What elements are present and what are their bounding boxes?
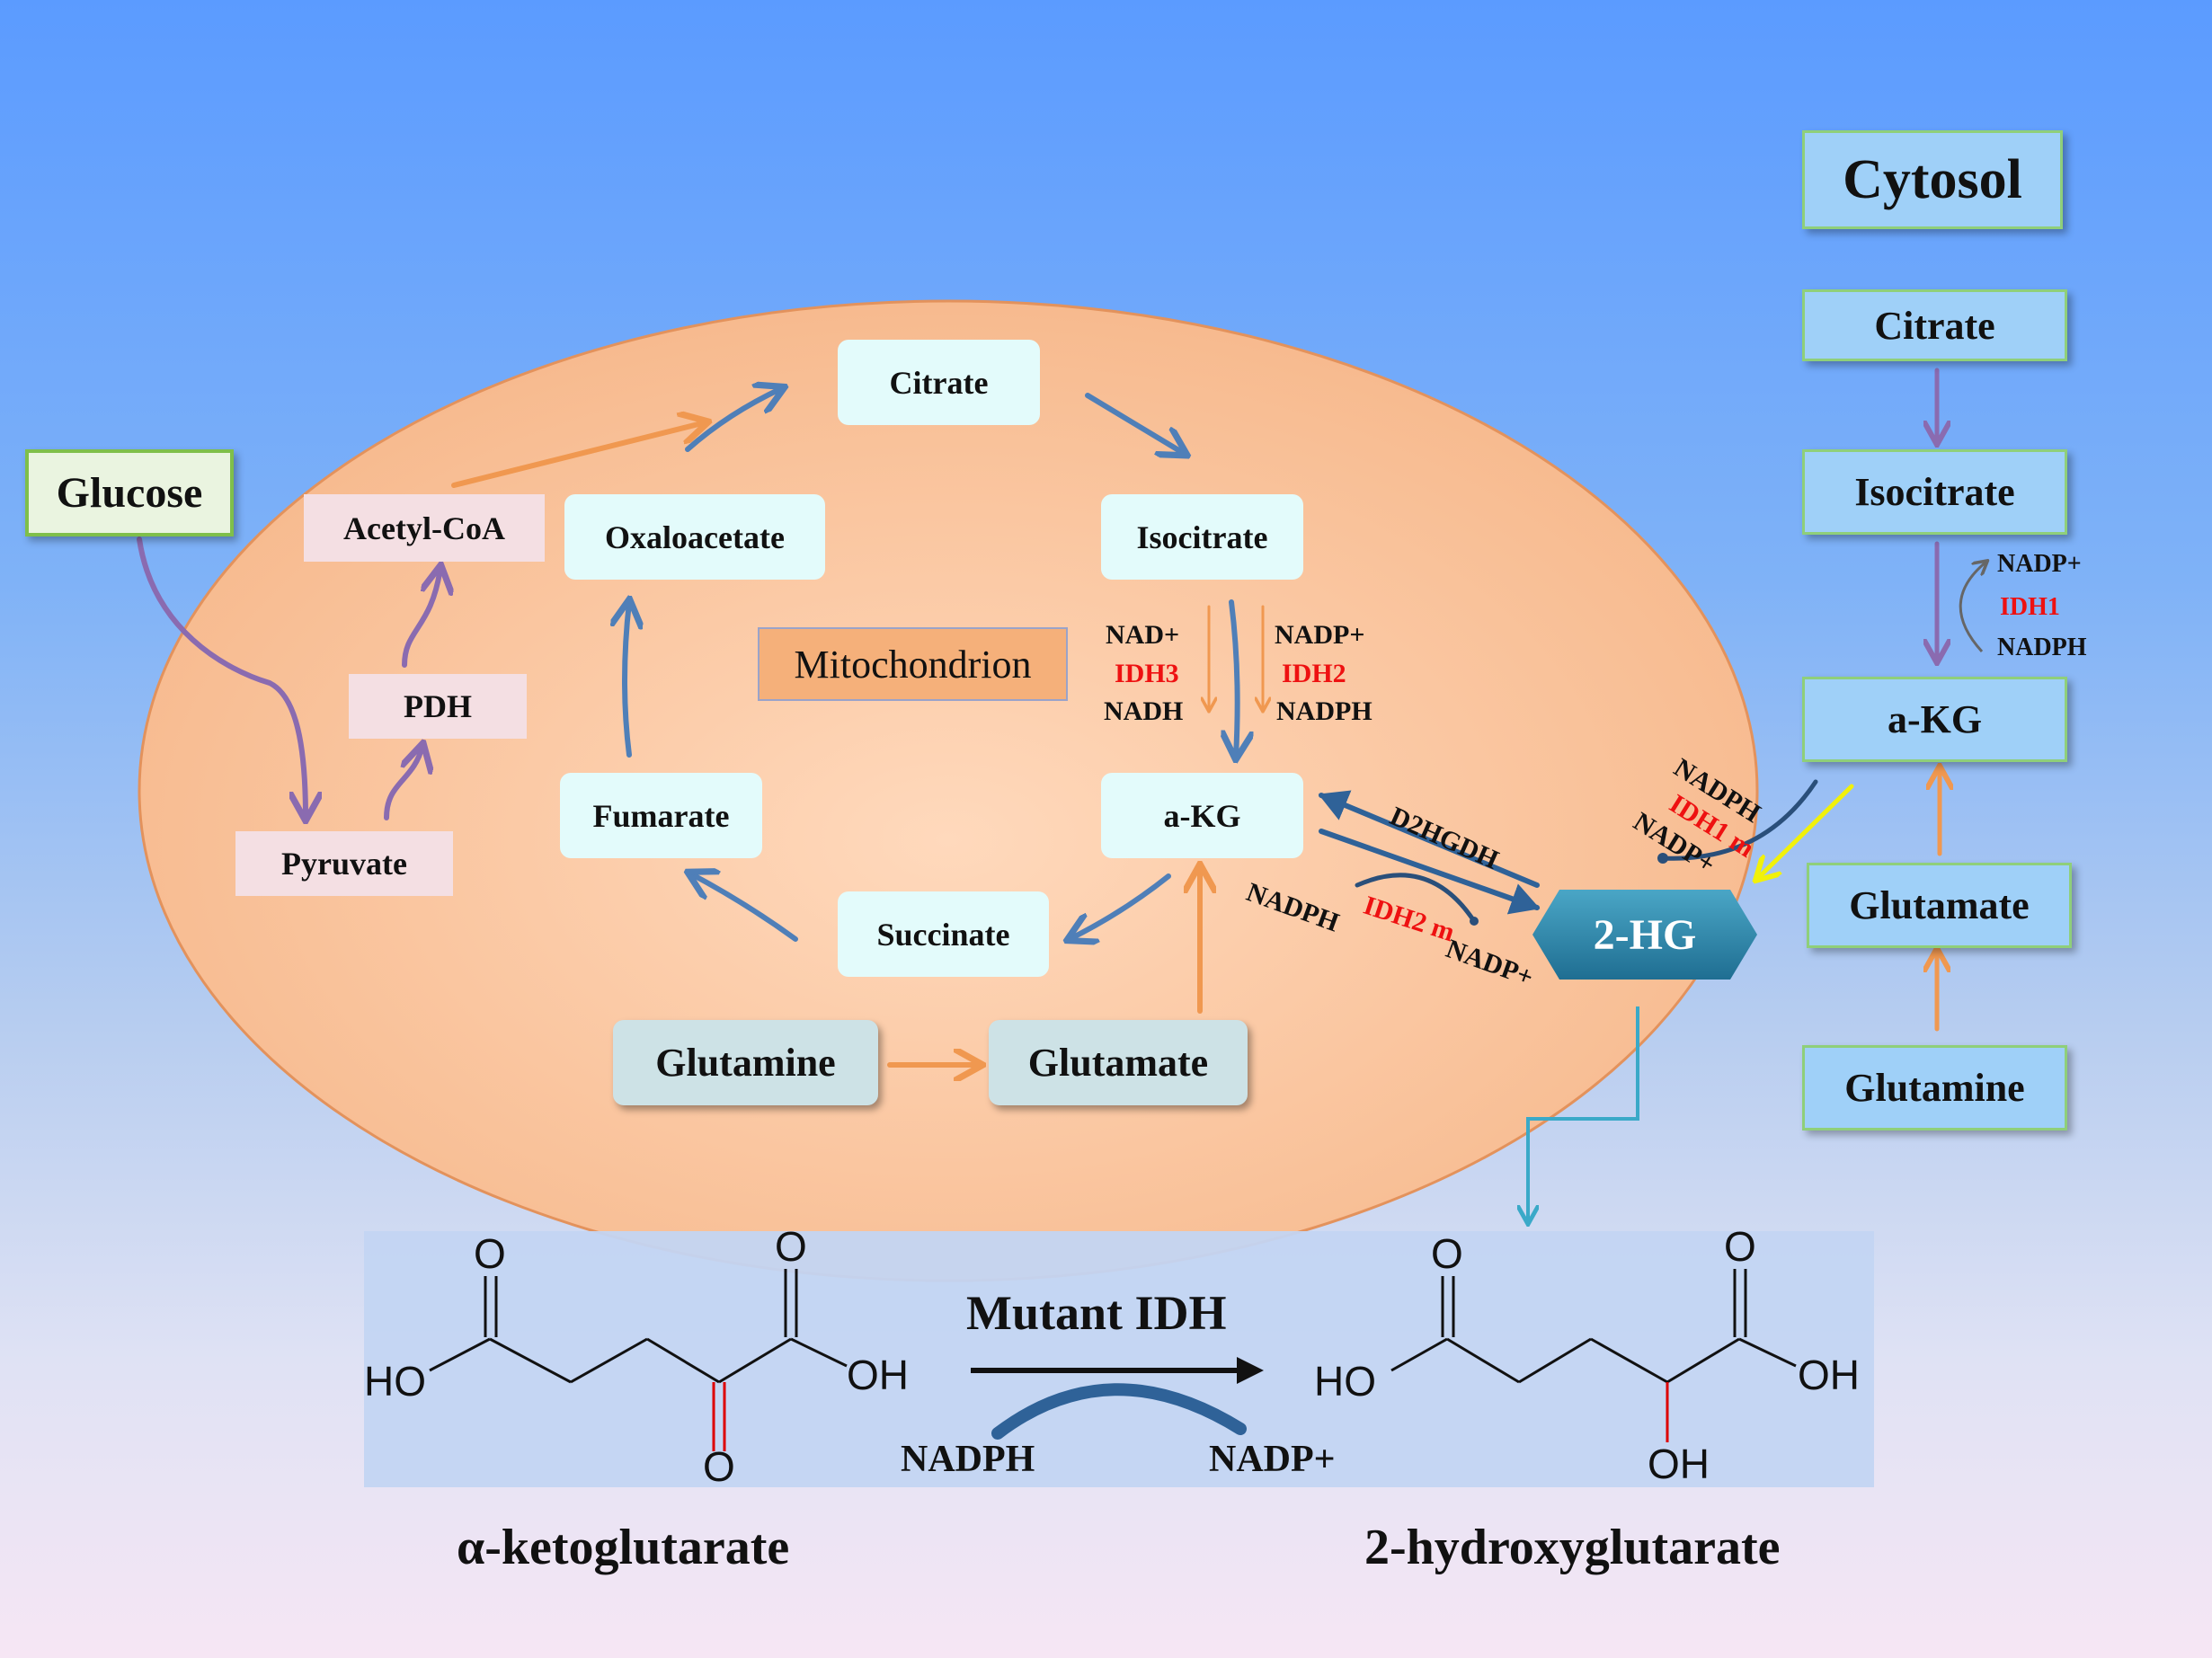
product-name: 2-hydroxyglutarate: [1364, 1520, 1781, 1575]
cyto-isocitrate: Isocitrate: [1802, 449, 2067, 535]
arrow-succinate-to-fumarate: [690, 873, 798, 942]
idh1m-cofactor-arc: [1660, 779, 1818, 861]
arrow-glucose-to-pyruvate: [137, 536, 306, 818]
idh3-enzyme: IDH3: [1115, 659, 1179, 688]
2hg-node: 2-HG: [1532, 890, 1757, 980]
idh2-out: NADPH: [1276, 696, 1373, 726]
idh1-cofactor-arc: [1959, 562, 1986, 653]
2hg-ho: HO: [1314, 1358, 1376, 1405]
idh1m-arc-end: [1657, 853, 1668, 864]
mito-akg: a-KG: [1101, 773, 1303, 858]
arrow-pyruvate-to-pdh: [384, 746, 422, 820]
arrow-2hg-to-structures: [1528, 1006, 1639, 1222]
substrate-name: α-ketoglutarate: [457, 1520, 790, 1575]
cyto-citrate: Citrate: [1802, 289, 2067, 361]
idh3-out: NADH: [1104, 696, 1184, 726]
mutant-idh-nadp: NADP+: [1209, 1439, 1336, 1480]
arrow-cyto-akg-to-2hg: [1757, 784, 1854, 879]
2hg-structure: [1390, 1269, 1797, 1442]
mutant-idh-label: Mutant IDH: [966, 1286, 1227, 1340]
akg-ho: HO: [364, 1358, 426, 1405]
arrow-akg-to-2hg: [1319, 829, 1541, 915]
arrow-acetylcoa-to-cycle: [451, 422, 706, 488]
mutant-idh-cofactor-arc: [991, 1383, 1247, 1440]
idh3-in: NAD+: [1106, 620, 1180, 650]
mutant-idh-nadph: NADPH: [901, 1439, 1035, 1480]
2hg-o-top-right: O: [1724, 1223, 1756, 1270]
mito-glutamate: Glutamate: [989, 1020, 1248, 1105]
arrow-pdh-to-acetylcoa: [402, 568, 440, 668]
cyto-glutamate: Glutamate: [1807, 863, 2072, 948]
idh1-out: NADPH: [1997, 634, 2087, 661]
mitochondrion-membrane: [138, 299, 1759, 1282]
mitochondrion-label: Mitochondrion: [758, 627, 1068, 701]
mito-succinate: Succinate: [838, 891, 1049, 977]
cyto-glutamine: Glutamine: [1802, 1045, 2067, 1130]
idh2-enzyme: IDH2: [1282, 659, 1346, 688]
arrow-isocitrate-to-akg: [1231, 599, 1238, 757]
arrow-citrate-to-isocitrate: [1085, 393, 1185, 454]
2hg-o-top-left: O: [1431, 1230, 1463, 1277]
2hg-oh-acid: OH: [1798, 1352, 1860, 1398]
mito-fumarate: Fumarate: [560, 773, 762, 858]
idh2-in: NADP+: [1275, 620, 1365, 650]
mito-isocitrate: Isocitrate: [1101, 494, 1303, 580]
akg-o-top-right: O: [775, 1223, 807, 1270]
cytosol-title: Cytosol: [1802, 130, 2063, 229]
akg-o-top-left: O: [474, 1230, 506, 1277]
idh2m-arc-end: [1470, 917, 1479, 926]
mito-citrate: Citrate: [838, 340, 1040, 425]
acetylcoa-box: Acetyl-CoA: [304, 494, 545, 562]
idh1-enzyme: IDH1: [2000, 593, 2060, 621]
idh2m-cofactor-arc: [1355, 873, 1477, 924]
akg-structure: [429, 1269, 848, 1451]
cyto-akg: a-KG: [1802, 677, 2067, 762]
akg-oh: OH: [847, 1352, 909, 1398]
arrow-akg-to-succinate: [1070, 873, 1171, 939]
idh1-in: NADP+: [1997, 550, 2082, 578]
mito-glutamine: Glutamine: [613, 1020, 878, 1105]
arrow-2hg-to-akg: [1318, 790, 1540, 888]
pdh-box: PDH: [349, 674, 527, 739]
pyruvate-box: Pyruvate: [235, 831, 453, 896]
glucose-box: Glucose: [25, 449, 234, 536]
arrow-fumarate-to-oaa: [625, 602, 629, 758]
2hg-oh-hydroxyl: OH: [1648, 1441, 1710, 1487]
mito-oxaloacetate: Oxaloacetate: [564, 494, 825, 580]
akg-o-ketone: O: [703, 1443, 735, 1490]
structure-panel: [364, 1231, 1874, 1487]
